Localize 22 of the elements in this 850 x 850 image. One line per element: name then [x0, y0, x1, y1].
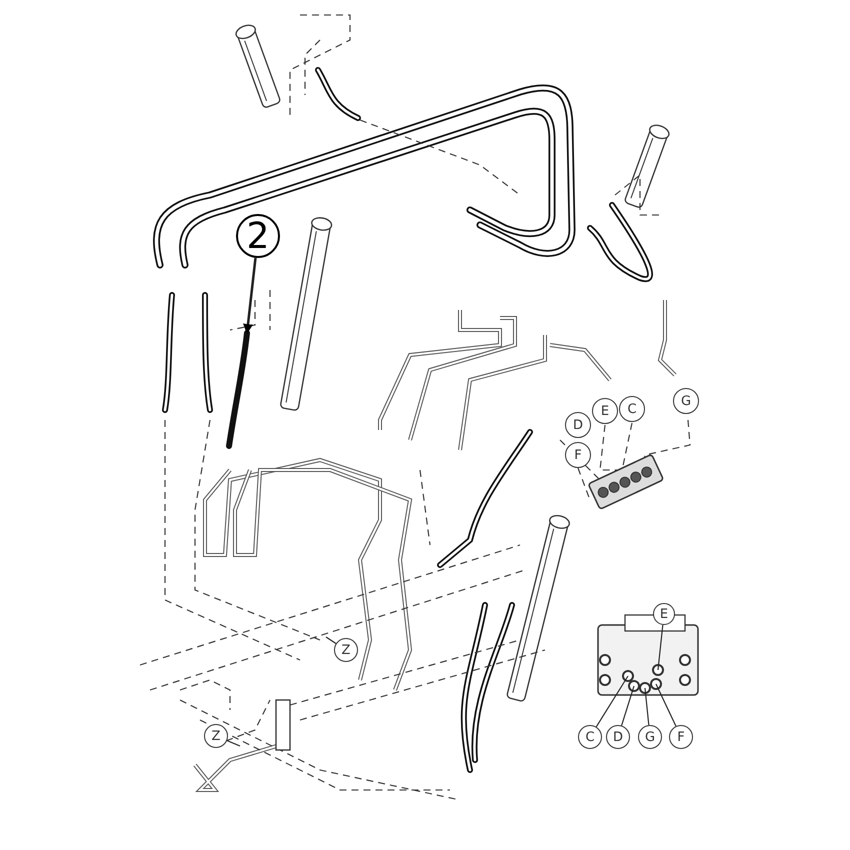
leader-line [657, 624, 664, 670]
callout-number: E [653, 603, 675, 625]
leader-line [644, 688, 650, 726]
arrow [243, 258, 257, 334]
callout-number: E [592, 398, 618, 424]
callout-number: G [673, 388, 699, 414]
leader-line [596, 676, 628, 728]
leader-line [621, 686, 635, 726]
callout-number: F [669, 725, 693, 749]
leader-line [656, 684, 676, 726]
callout-number: C [619, 396, 645, 422]
hose-drawing [226, 330, 250, 449]
leader-line [226, 740, 240, 746]
callout-number: D [606, 725, 630, 749]
callout-number: 2 [236, 214, 280, 258]
callout-number: D [565, 412, 591, 438]
callout-number: Z [334, 638, 358, 662]
callout-number: C [578, 725, 602, 749]
callout-number: F [565, 442, 591, 468]
leader-line [326, 636, 336, 644]
callout-number: G [638, 725, 662, 749]
callout-number: Z [204, 724, 228, 748]
